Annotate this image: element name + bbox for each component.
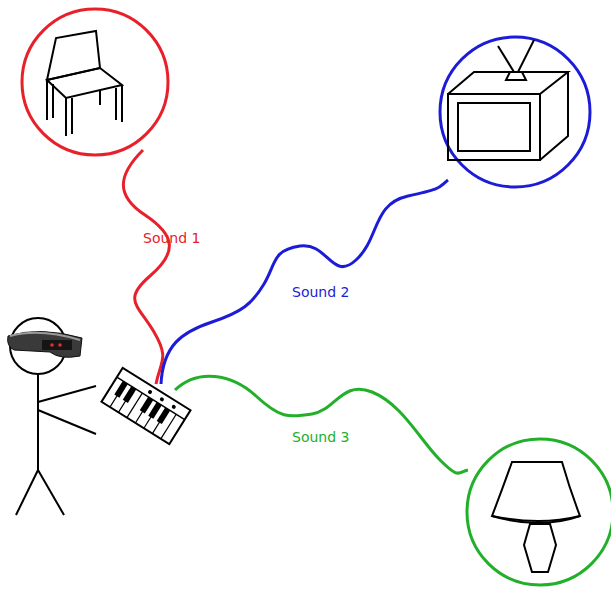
lamp-circle: [467, 439, 611, 585]
sound-label-red: Sound 1: [143, 230, 200, 246]
chair-drawing: [47, 31, 122, 136]
tv-drawing: [448, 40, 568, 160]
sound-label-green: Sound 3: [292, 429, 349, 445]
headset: [8, 331, 82, 357]
lamp-drawing: [492, 462, 580, 572]
sound-wave-green: [175, 376, 468, 473]
sound-wave-blue: [161, 180, 448, 384]
sound-wave-red: [123, 150, 169, 384]
keyboard: [101, 368, 190, 444]
tv-circle: [440, 37, 590, 187]
chair-circle: [22, 9, 168, 155]
sound-label-blue: Sound 2: [292, 284, 349, 300]
